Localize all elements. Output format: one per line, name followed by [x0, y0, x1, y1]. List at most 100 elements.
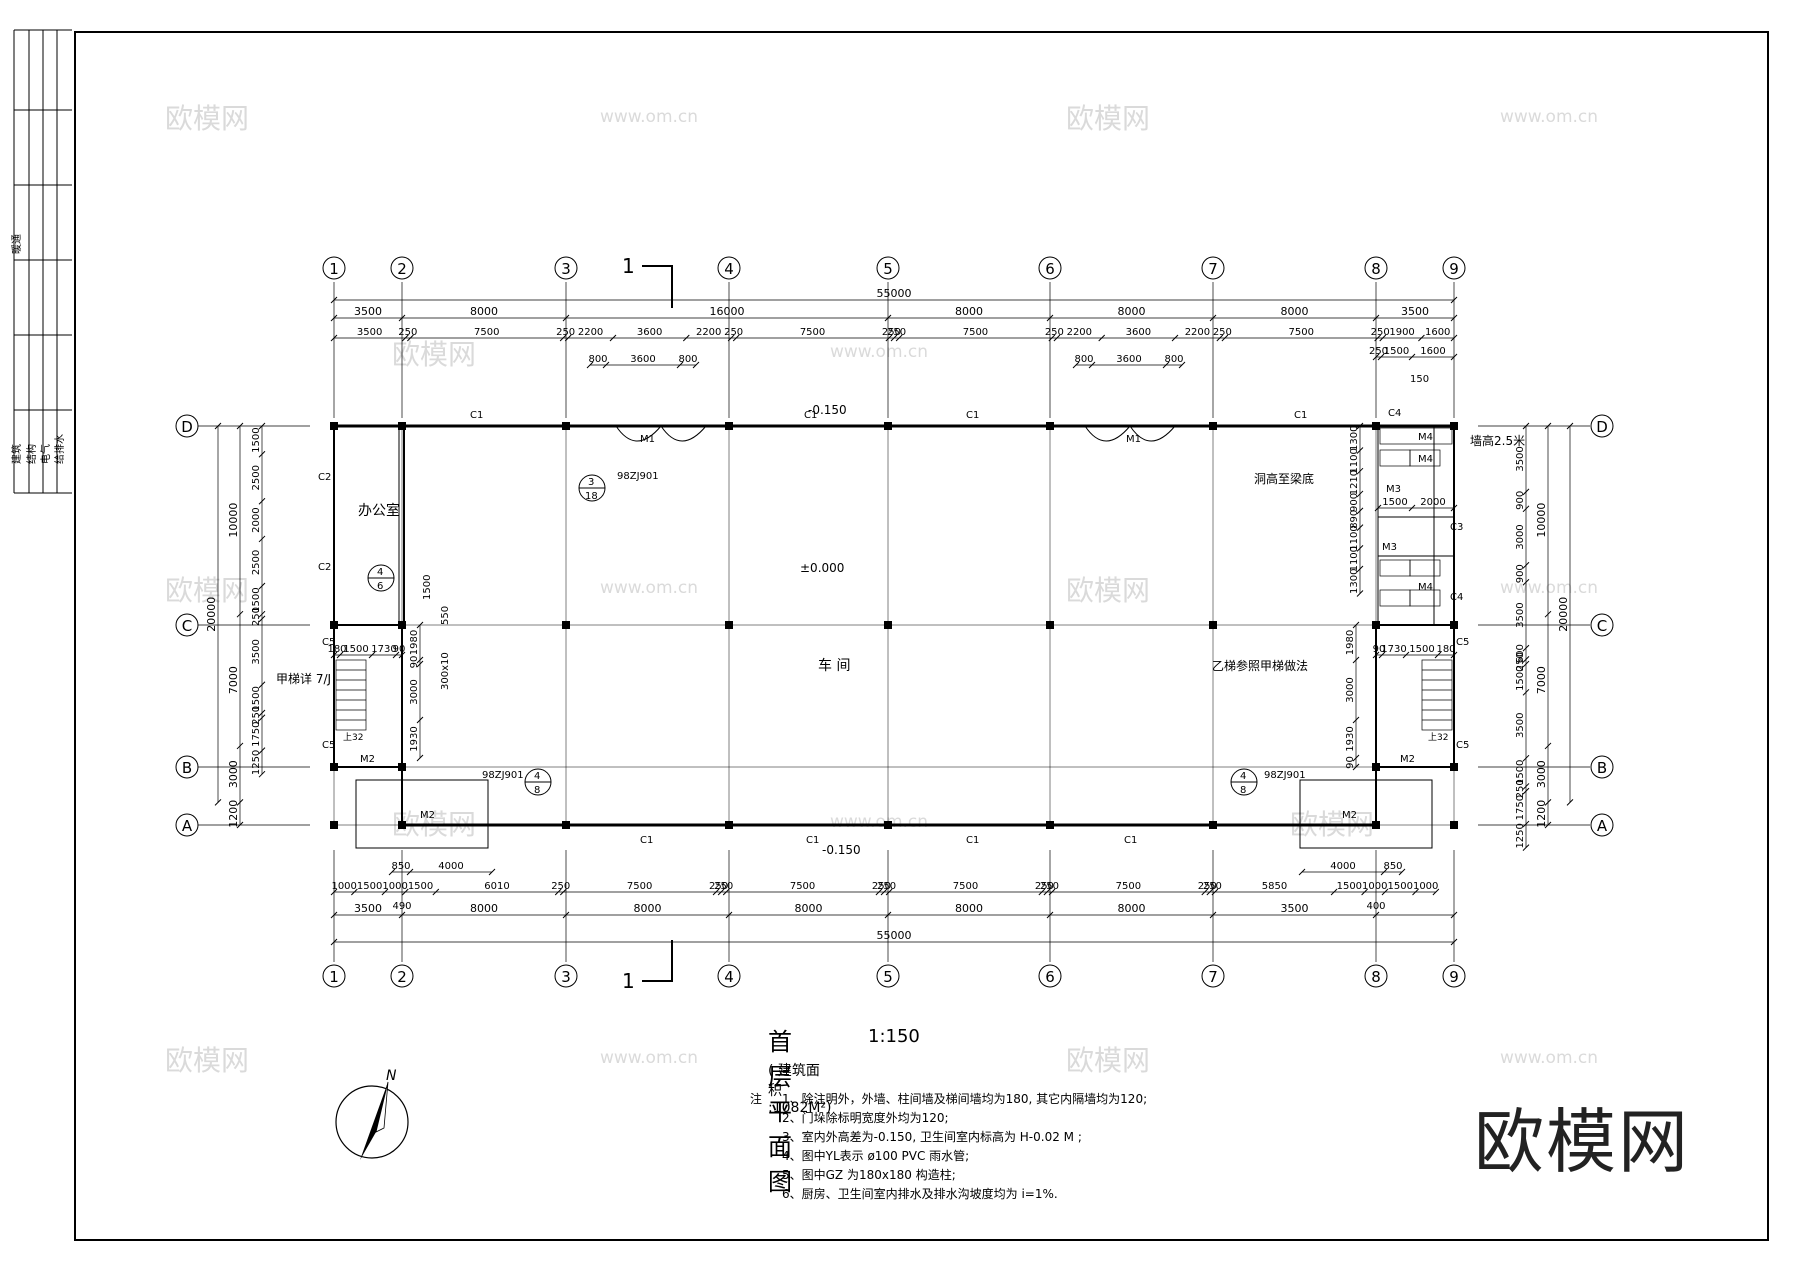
dim-left-seg-tick	[236, 422, 244, 430]
dim-top-row1-label: 8000	[1118, 305, 1146, 318]
window-c3: C3	[1450, 522, 1463, 533]
grid-label-row-A: A	[1597, 817, 1608, 835]
grid-lines	[198, 282, 1590, 962]
dim-door-left-tick	[676, 361, 684, 369]
dim-wc-horiz-tick	[1408, 504, 1416, 512]
column-post	[725, 422, 733, 430]
window-c5: C5	[322, 740, 335, 751]
dim-bottom-row1-tick	[330, 888, 338, 896]
grid-label-col-5: 5	[883, 968, 893, 986]
detail-4-6-top: 4	[377, 567, 383, 578]
dim-top-row1-label: 8000	[470, 305, 498, 318]
dim-top-row2-tick	[1171, 334, 1179, 342]
dim-left-detail-label: 2500	[251, 465, 262, 490]
dim-bottom-row1-label: 250	[551, 881, 570, 892]
stair-up-right: 上32	[1428, 732, 1448, 743]
door-m3: M3	[1382, 542, 1397, 553]
detail-callouts: 3 18 98ZJ901 4 6 4 8 98ZJ901 4 8 98ZJ901	[367, 471, 1306, 796]
dim-left-total-tick	[214, 799, 222, 806]
watermarks-url: www.om.cn www.om.cn www.om.cn www.om.cn …	[600, 107, 1598, 1068]
grid-label-col-4: 4	[724, 260, 734, 278]
dim-wc-vert-tick	[1356, 565, 1364, 573]
dim-bottom-row1-tick	[554, 888, 562, 896]
dim-top-row3-label: 1500	[1384, 346, 1409, 357]
dim-right-detail-label: 600	[1515, 644, 1526, 663]
column-post	[398, 422, 406, 430]
dim-right-detail-label: 1500	[1515, 760, 1526, 785]
column-post	[1450, 821, 1458, 829]
dim-top-row3-tick	[1377, 353, 1385, 361]
column-post	[1372, 621, 1380, 629]
sidebar-label-hvac: 暖通	[10, 234, 23, 254]
dim-left-total-label: 20000	[205, 597, 218, 632]
dim-bottom-row2-tick	[562, 911, 570, 919]
column-post	[562, 621, 570, 629]
dim-left-detail-tick	[258, 709, 266, 717]
detail-4-6-bottom: 6	[377, 581, 383, 592]
dim-right-seg-tick	[1544, 799, 1552, 806]
dim-right-detail-tick	[1522, 488, 1530, 496]
window-c4: C4	[1450, 592, 1463, 603]
sidebar-labels: 建筑 结构 电气 给排水 暖通	[10, 234, 66, 464]
grid-label-col-6: 6	[1045, 968, 1055, 986]
door-m4: M4	[1418, 432, 1433, 443]
dim-bottom-row2-tick	[330, 911, 338, 919]
dim-right-seg-tick	[1544, 610, 1552, 618]
grid-label-col-6: 6	[1045, 260, 1055, 278]
detail-3-18-bottom: 18	[585, 491, 598, 502]
grid-bubble-col-1	[322, 256, 346, 280]
note-item: 5、图中GZ 为180x180 构造柱;	[782, 1168, 956, 1182]
dim-bottom-row1-label: 1500	[1388, 881, 1413, 892]
dim-bottom-row1-label: 1000	[382, 881, 407, 892]
dim-top-row2-tick	[330, 334, 338, 342]
grid-label-col-8: 8	[1371, 968, 1381, 986]
watermark: 欧模网	[165, 1044, 249, 1077]
dim-bottom-row1-tick	[875, 888, 883, 896]
dim-wc-vert-tick	[1356, 467, 1364, 475]
dim-bottom-row2-label: 8000	[955, 902, 983, 915]
dim-top-row2-tick	[609, 334, 617, 342]
section-markers	[642, 265, 673, 982]
dim-right-seg-label: 1200	[1535, 800, 1548, 828]
dim-bottom-row1-label: 1500	[1337, 881, 1362, 892]
dim-top-row2-label: 250	[556, 327, 575, 338]
dim-top-row2-tick	[407, 334, 414, 342]
dim-top-row2-label: 2200	[1067, 327, 1092, 338]
drawing-title: 首层平面图	[768, 1028, 792, 1196]
dim-left-seg-tick	[236, 821, 244, 829]
dim-wc-vert-label: 1300	[1349, 426, 1360, 451]
grid-bubble-row-B	[1590, 755, 1614, 779]
dim-bottom-total-tick	[1450, 938, 1458, 946]
column-post	[330, 621, 338, 629]
watermark: 欧模网	[392, 338, 476, 371]
dim-top-row3-tick	[1408, 353, 1416, 361]
dim-bottom-small-left-label: 850	[391, 861, 410, 872]
dim-wc-vert-tick	[1356, 590, 1364, 597]
dim-left-detail-tick	[258, 582, 266, 590]
dim-right-detail-tick	[1522, 754, 1530, 762]
column-post	[330, 422, 338, 430]
grid-bubble-col-9	[1442, 964, 1466, 988]
dim-top-row2-tick	[895, 334, 903, 342]
room-labels: 办公室 车 间 ±0.000 -0.150 -0.150 甲梯详 7/J 乙梯参…	[276, 403, 1525, 857]
dim-right-detail-label: 3000	[1515, 524, 1526, 549]
dim-right-detail-tick	[1522, 688, 1530, 696]
building-walls	[333, 424, 1455, 849]
watermark-url: www.om.cn	[600, 107, 698, 127]
dim-top-row2-label: 250	[398, 327, 417, 338]
dim-left-detail-label: 1750	[251, 721, 262, 746]
grid-bubble-col-9	[1442, 256, 1466, 280]
dim-top-total-tick	[1450, 296, 1458, 304]
dim-door-left-tick	[586, 361, 594, 369]
dim-top-row3-label: 1600	[1420, 346, 1445, 357]
watermark-url: www.om.cn	[1500, 107, 1598, 127]
column-post	[1372, 763, 1380, 771]
dim-left-seg-tick	[236, 610, 244, 618]
watermark-url: www.om.cn	[600, 1048, 698, 1068]
grid-label-col-1: 1	[329, 968, 339, 986]
grid-bubble-col-8	[1364, 964, 1388, 988]
note-item: 1、除注明外，外墙、柱间墙及梯间墙均为180, 其它内隔墙均为120;	[782, 1092, 1148, 1106]
dim-top-row1-tick	[884, 314, 892, 322]
dim-stair-right-label: 90	[1373, 644, 1386, 655]
